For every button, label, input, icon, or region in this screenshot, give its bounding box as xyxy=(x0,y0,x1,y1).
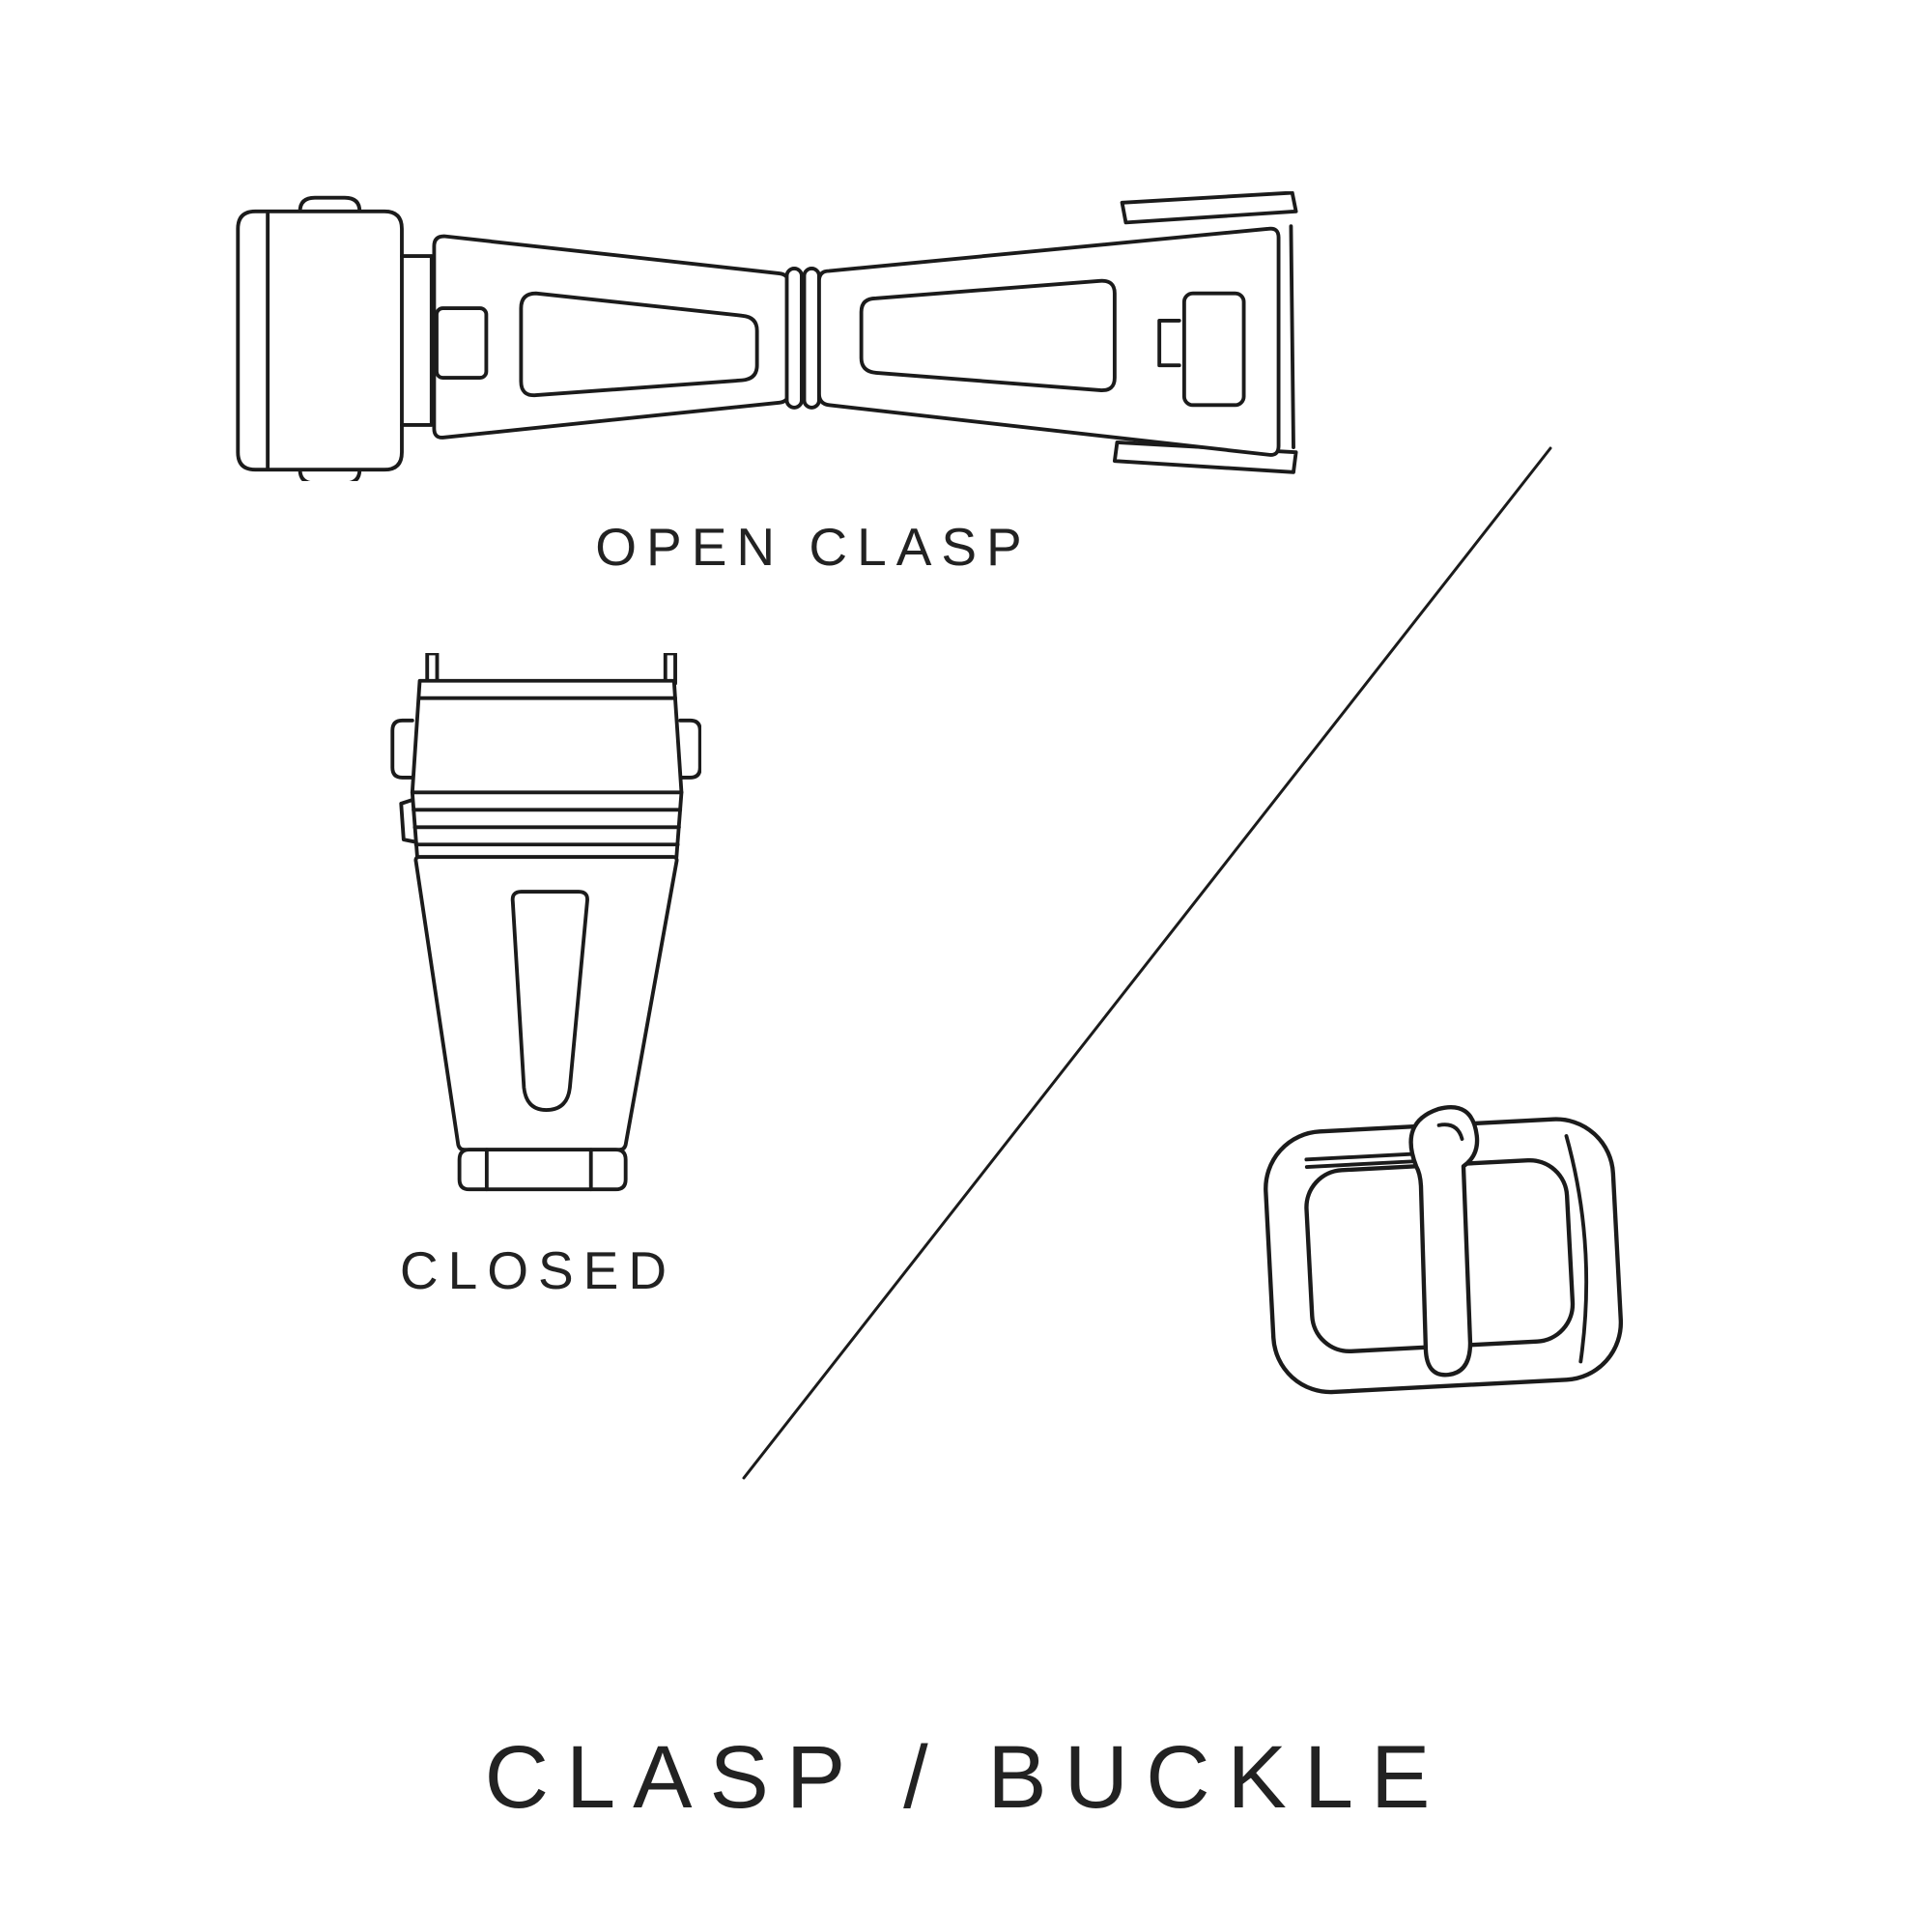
open-clasp-left-end-link xyxy=(236,195,434,481)
buckle-pin xyxy=(1304,1151,1421,1169)
closed-clasp-pushers xyxy=(390,718,701,780)
diagonal-divider-line xyxy=(742,446,1552,1480)
closed-clasp-illustration xyxy=(390,653,701,1192)
page-title: CLASP / BUCKLE xyxy=(484,1728,1448,1827)
open-clasp-left-arm xyxy=(432,234,791,440)
closed-clasp-prongs xyxy=(425,653,677,686)
closed-clasp-link-band xyxy=(399,790,684,860)
closed-label: CLOSED xyxy=(399,1240,677,1300)
closed-clasp-top-cover xyxy=(410,678,684,795)
open-clasp-right-arm xyxy=(816,226,1281,457)
closed-clasp-foot xyxy=(457,1148,628,1192)
closed-clasp-body xyxy=(413,855,679,1152)
buckle-illustration xyxy=(1264,1105,1624,1395)
open-clasp-label: OPEN CLASP xyxy=(595,517,1032,577)
open-clasp-illustration xyxy=(236,191,1298,481)
buckle-tongue xyxy=(1408,1105,1480,1378)
open-clasp-hinge xyxy=(784,267,821,410)
